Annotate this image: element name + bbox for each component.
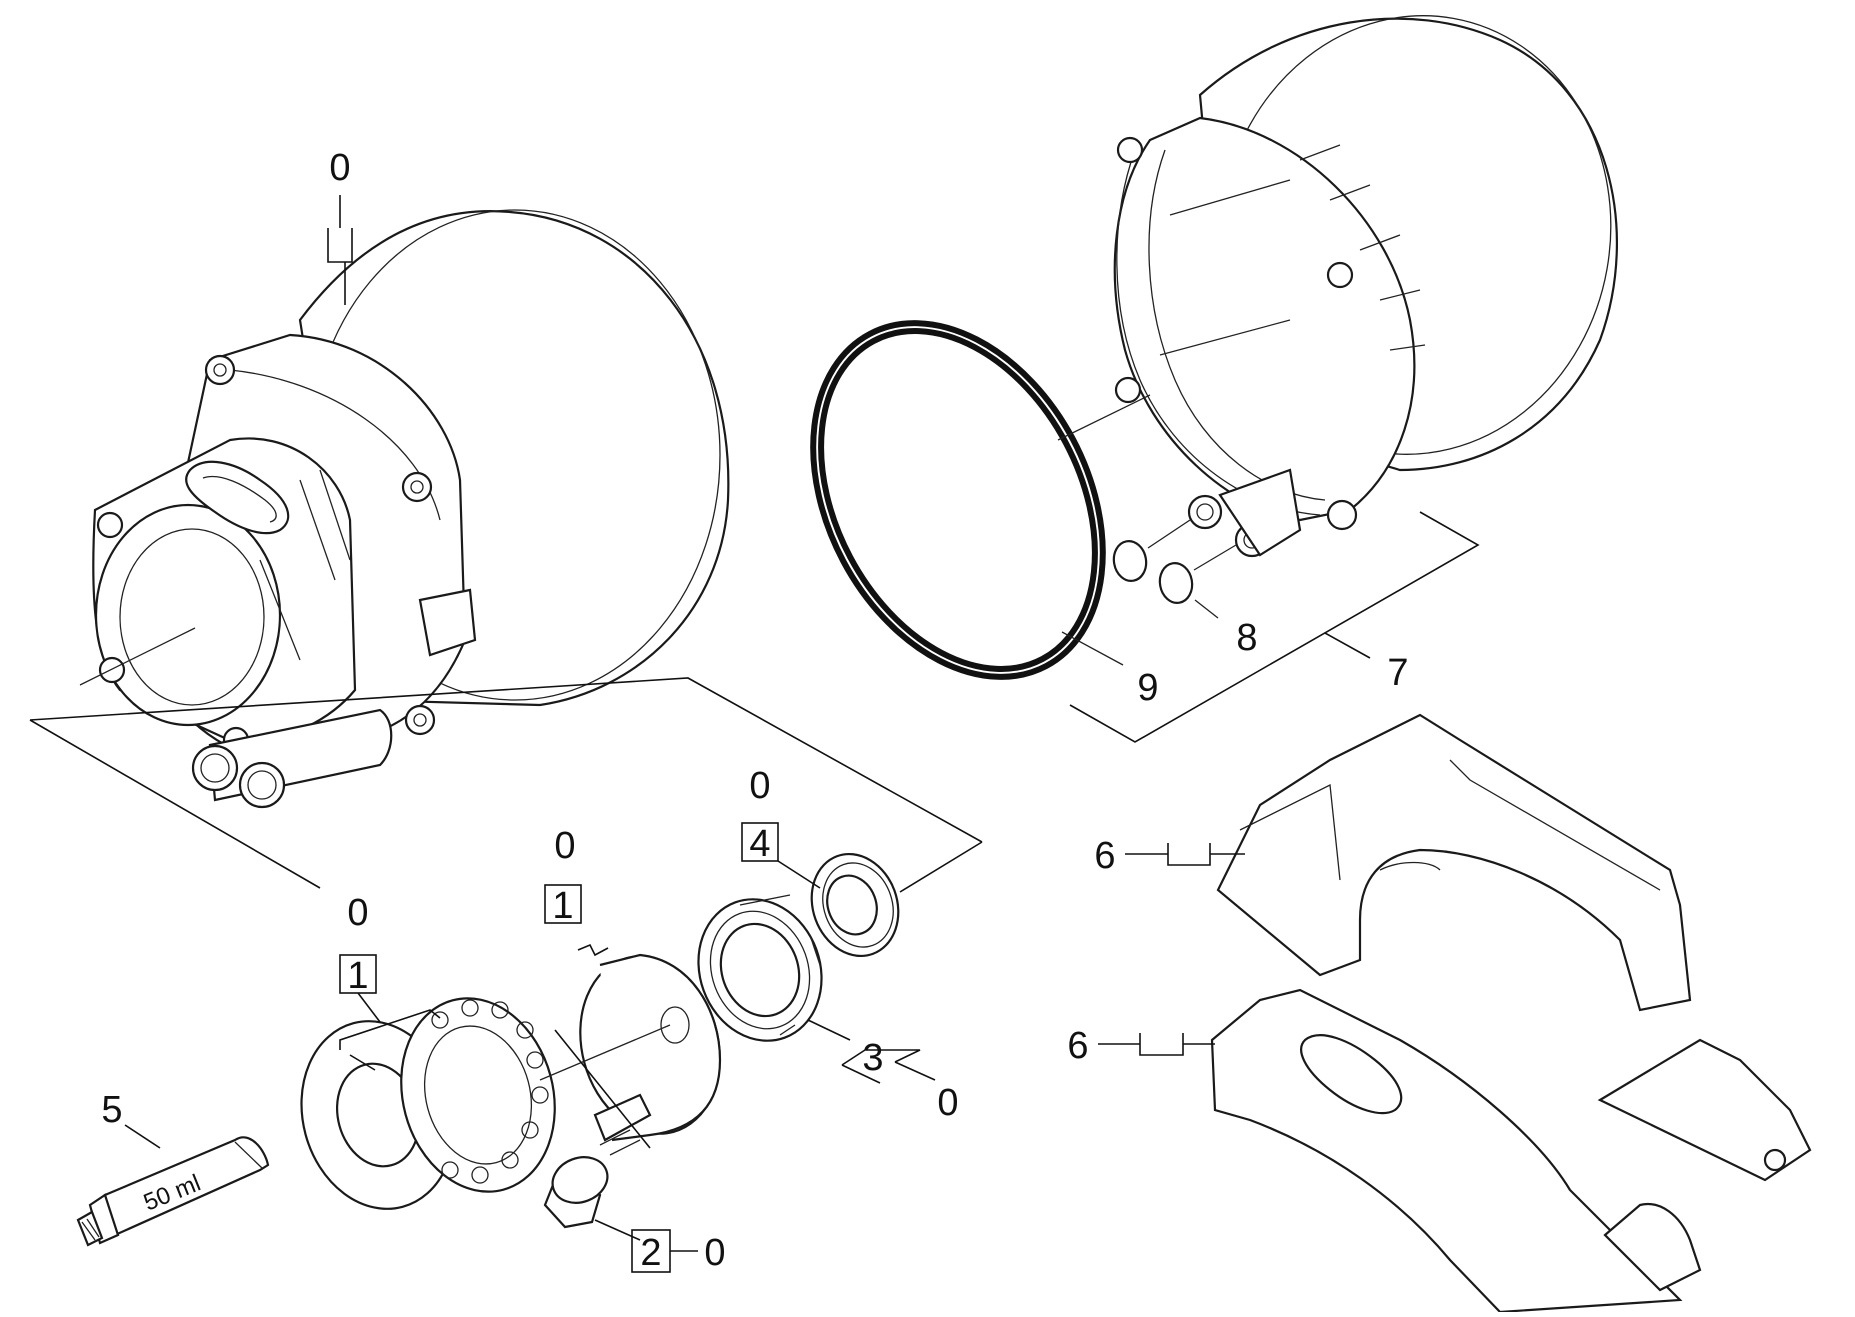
motor-bracket-upper (1216, 713, 1692, 1012)
pump-housing (79, 209, 730, 809)
grease-tube: 50 ml 5 (76, 1089, 270, 1247)
callout-piston-cup: 0 1 (544, 825, 609, 957)
label-head-assembly: 7 (1387, 652, 1408, 694)
ball-bearing (697, 894, 823, 1042)
label-thrust-bearing: 1 (347, 955, 368, 997)
label-pump-housing: 0 (329, 147, 350, 189)
label-grease-tube: 5 (101, 1089, 122, 1131)
oil-seal (810, 852, 900, 958)
callout-oil-seal: 0 4 (741, 765, 821, 889)
o-rings: 8 (1112, 519, 1258, 659)
callout-brackets: 6 6 (1067, 835, 1245, 1067)
group-frame-right (1069, 511, 1480, 743)
group-frame-left (29, 677, 983, 889)
label-gasket: 9 (1137, 667, 1158, 709)
label-hex-screw: 2 (640, 1232, 661, 1274)
label-bracket-lower: 6 (1067, 1025, 1088, 1067)
callout-hex-screw: 2 0 (554, 1029, 726, 1274)
label-hex-screw-sub: 0 (704, 1232, 725, 1274)
label-ball-bearing: 3 (862, 1037, 883, 1079)
piston-cup (539, 953, 722, 1142)
callout-ball-bearing: 3 0 (807, 1019, 959, 1124)
callout-thrust-bearing: 0 1 (339, 892, 441, 1071)
label-oil-seal: 4 (749, 823, 770, 865)
label-thrust-group: 0 (347, 892, 368, 934)
motor-bracket-lower (1210, 988, 1812, 1314)
label-o-ring: 8 (1236, 617, 1257, 659)
hex-screw (543, 1093, 652, 1229)
label-bracket-upper: 6 (1094, 835, 1115, 877)
label-piston-cup: 1 (552, 885, 573, 927)
cylinder-head (1057, 15, 1618, 558)
gasket-ring: 9 (810, 320, 1159, 709)
label-ball-bearing-sub: 0 (937, 1082, 958, 1124)
callout-pump-housing: 0 (327, 147, 353, 305)
label-seal-group: 0 (749, 765, 770, 807)
label-piston-group: 0 (554, 825, 575, 867)
thrust-bearing (300, 997, 556, 1210)
